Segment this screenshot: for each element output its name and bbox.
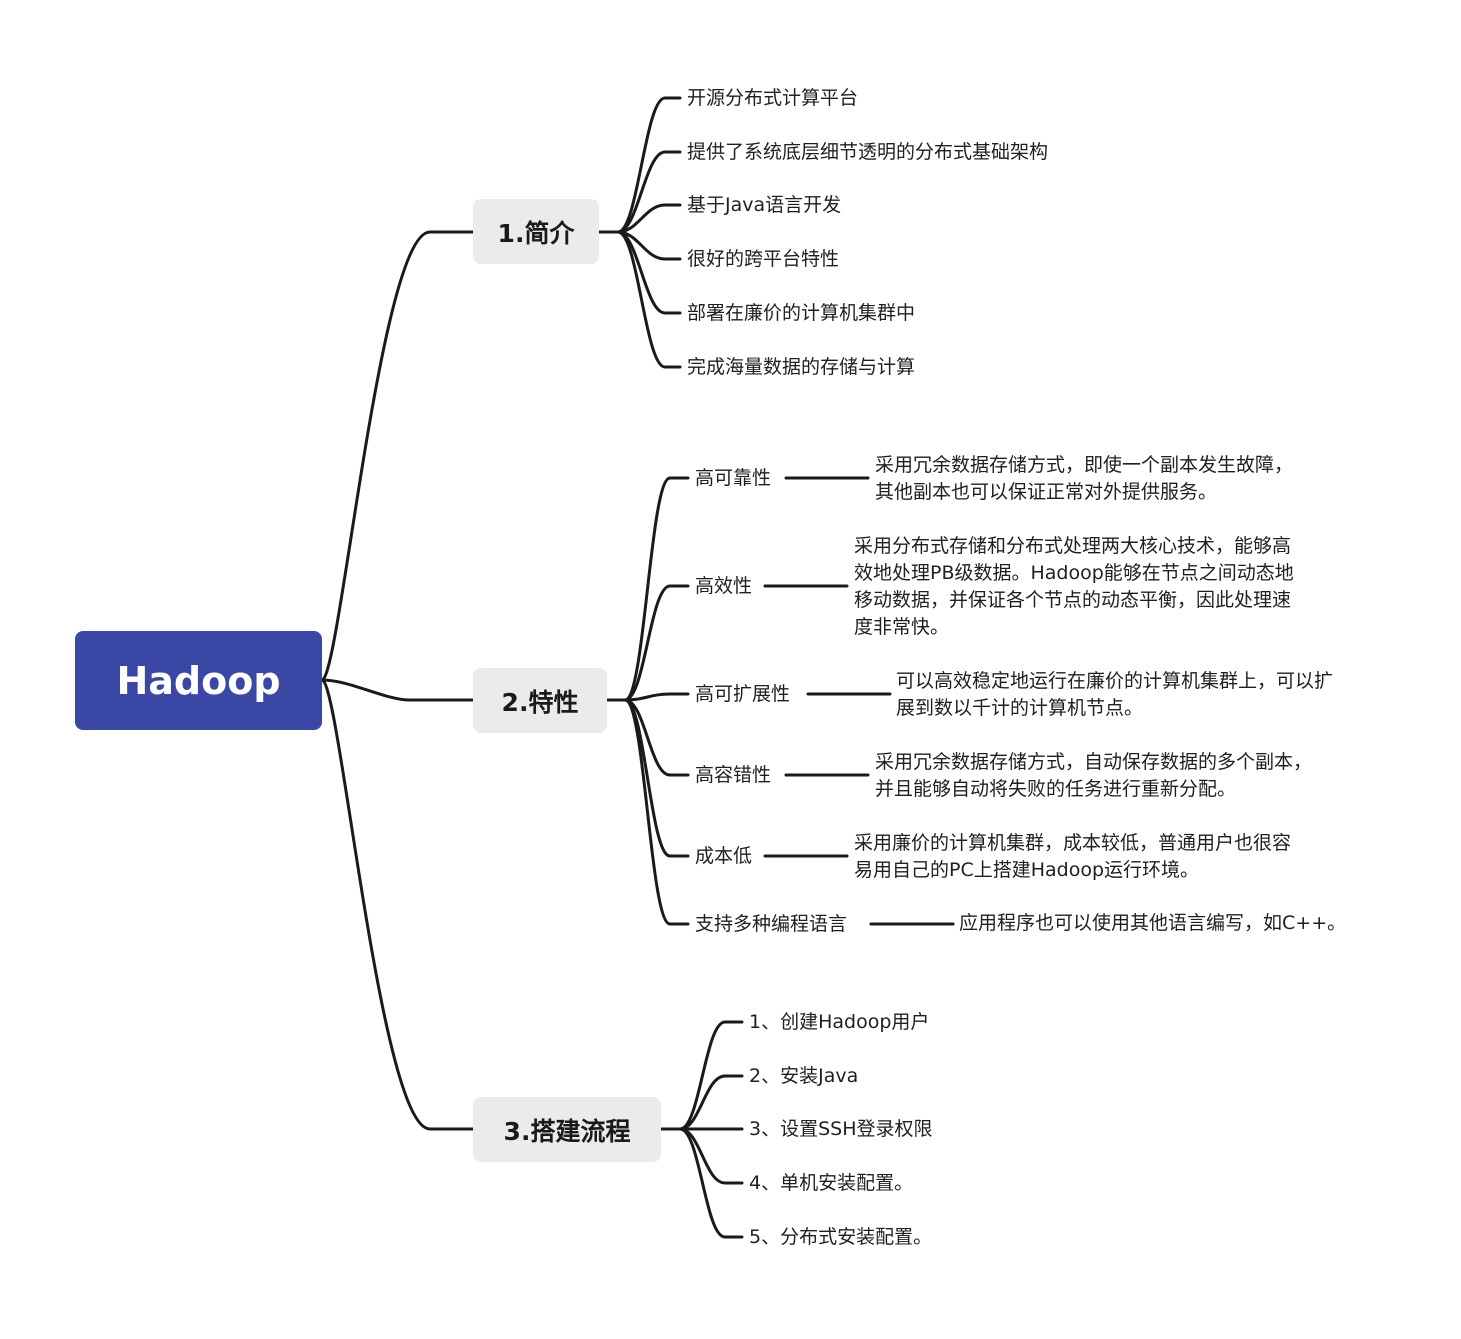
- feature-label[interactable]: 高效性: [695, 575, 753, 597]
- connector-root-b3: [320, 678, 475, 1131]
- connector-b1-2: [616, 150, 682, 234]
- connector-root-b2: [320, 678, 475, 702]
- branch-features-label: 2.特性: [501, 687, 579, 717]
- connector-b2-4: [623, 698, 690, 777]
- intro-item[interactable]: 部署在廉价的计算机集群中: [687, 302, 916, 324]
- intro-item[interactable]: 开源分布式计算平台: [687, 87, 859, 109]
- setup-step[interactable]: 4、单机安装配置。: [749, 1172, 914, 1194]
- root-label: Hadoop: [116, 658, 281, 703]
- feature-desc[interactable]: 采用冗余数据存储方式，自动保存数据的多个副本，并且能够自动将失败的任务进行重新分…: [875, 751, 1313, 800]
- feature-desc[interactable]: 可以高效稳定地运行在廉价的计算机集群上，可以扩展到数以千计的计算机节点。: [896, 670, 1334, 719]
- connector-b2-2: [623, 584, 690, 702]
- feature-desc[interactable]: 采用分布式存储和分布式处理两大核心技术，能够高效地处理PB级数据。Hadoop能…: [854, 535, 1294, 638]
- feature-label[interactable]: 高容错性: [695, 764, 772, 786]
- intro-item[interactable]: 完成海量数据的存储与计算: [687, 356, 916, 378]
- branch-features[interactable]: 2.特性: [473, 668, 607, 733]
- root-node[interactable]: Hadoop: [75, 631, 322, 730]
- connector-b2-3: [623, 692, 690, 702]
- connector-b1-3: [616, 203, 682, 234]
- branch-intro-label: 1.简介: [497, 218, 575, 248]
- connector-b2-6: [623, 698, 690, 926]
- connector-b1-1: [597, 96, 682, 234]
- setup-step[interactable]: 2、安装Java: [749, 1065, 859, 1087]
- branch-intro[interactable]: 1.简介: [473, 199, 599, 264]
- connector-b1-6: [616, 230, 682, 369]
- setup-step[interactable]: 3、设置SSH登录权限: [749, 1118, 933, 1140]
- branch-setup-label: 3.搭建流程: [503, 1116, 631, 1146]
- branch-setup[interactable]: 3.搭建流程: [473, 1097, 661, 1162]
- connector-b3-2: [678, 1074, 744, 1131]
- feature-desc[interactable]: 采用廉价的计算机集群，成本较低，普通用户也很容易用自己的PC上搭建Hadoop运…: [854, 832, 1292, 881]
- feature-label[interactable]: 高可靠性: [695, 467, 772, 489]
- intro-item[interactable]: 很好的跨平台特性: [687, 248, 840, 270]
- feature-desc[interactable]: 应用程序也可以使用其他语言编写，如C++。: [959, 912, 1347, 934]
- setup-step[interactable]: 1、创建Hadoop用户: [749, 1011, 930, 1033]
- feature-label[interactable]: 成本低: [695, 845, 753, 867]
- intro-item[interactable]: 基于Java语言开发: [687, 194, 842, 216]
- connector-b2-1: [605, 476, 690, 702]
- setup-step[interactable]: 5、分布式安装配置。: [749, 1226, 933, 1248]
- feature-label[interactable]: 支持多种编程语言: [695, 913, 848, 935]
- connector-b3-5: [678, 1127, 744, 1239]
- feature-label[interactable]: 高可扩展性: [695, 683, 791, 705]
- intro-item[interactable]: 提供了系统底层细节透明的分布式基础架构: [687, 141, 1049, 163]
- feature-desc[interactable]: 采用冗余数据存储方式，即使一个副本发生故障，其他副本也可以保证正常对外提供服务。: [875, 454, 1294, 503]
- connector-root-b1: [320, 230, 475, 682]
